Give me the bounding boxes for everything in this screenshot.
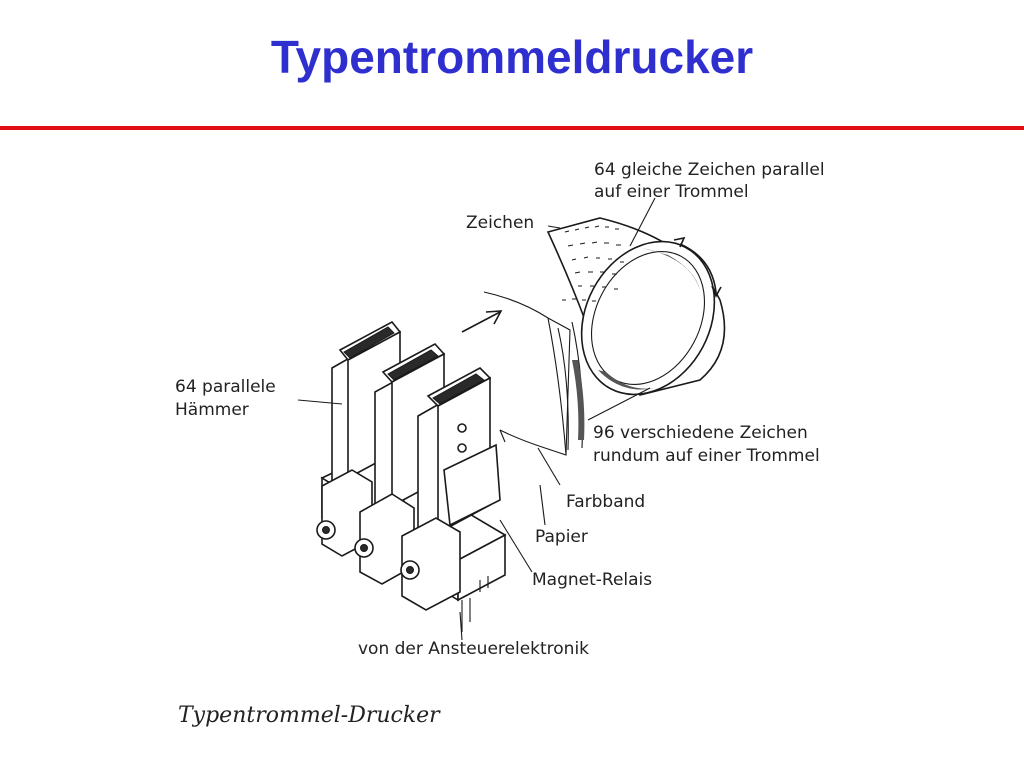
label-ansteuer: von der Ansteuerelektronik [358, 639, 589, 659]
feed-arrow [461, 310, 503, 333]
control-wires [461, 576, 489, 632]
label-drum-around-2: rundum auf einer Trommel [593, 446, 820, 466]
label-zeichen: Zeichen [466, 213, 534, 233]
leader-lines [297, 197, 656, 641]
type-drum [546, 217, 726, 396]
label-hammers-1: 64 parallele [175, 377, 276, 397]
hammer-block [316, 320, 507, 632]
label-farbband: Farbband [566, 492, 645, 512]
label-papier: Papier [535, 527, 588, 547]
ink-ribbon [557, 321, 585, 451]
label-drum-around-1: 96 verschiedene Zeichen [593, 423, 808, 443]
label-drum-parallel-1: 64 gleiche Zeichen parallel [594, 160, 825, 180]
slide-title: Typentrommeldrucker [270, 31, 754, 83]
figure-caption: Typentrommel-Drucker [178, 703, 441, 728]
drum-characters [562, 225, 624, 302]
magnet-relays [316, 443, 501, 611]
title-rule [0, 126, 1024, 130]
label-drum-parallel-2: auf einer Trommel [594, 182, 749, 202]
label-magnet-relais: Magnet-Relais [532, 570, 652, 590]
paper-sheet [483, 291, 571, 456]
label-hammers-2: Hämmer [175, 400, 249, 420]
